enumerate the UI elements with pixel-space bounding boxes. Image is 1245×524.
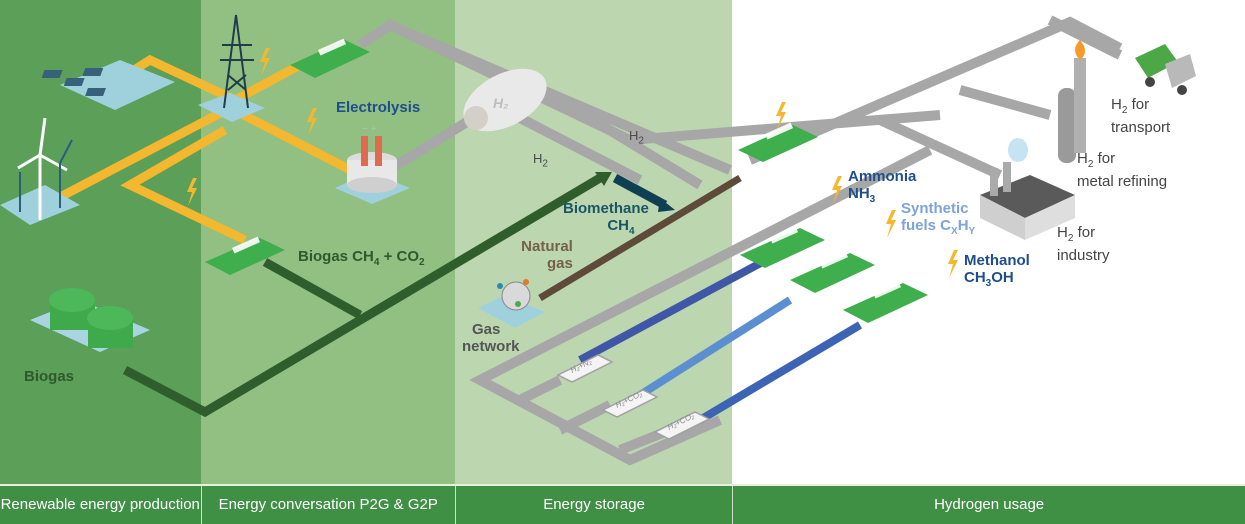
mixing-box-h2-n2 [556, 354, 614, 383]
hydrogen-tank-icon [463, 68, 547, 132]
h2-line-lower [517, 113, 643, 185]
biomethane-arrowhead [658, 198, 675, 212]
h2-label-left: H2 [533, 151, 548, 170]
ammonia-line [578, 254, 772, 364]
tank-label: H₂ [493, 95, 508, 111]
h2-label-right: H2 [629, 128, 644, 147]
section-footer: Renewable energy production Energy conve… [0, 484, 1245, 524]
h2-line-refining [958, 85, 1052, 120]
biogas-mix-label: Biogas CH4 + CO2 [298, 248, 425, 268]
pylon-platform [198, 93, 265, 122]
generator-icon [843, 283, 928, 323]
biomethane-line [612, 174, 668, 209]
h2-line-network-loop [469, 145, 933, 466]
svg-text:− +: − + [362, 124, 377, 135]
h2-line-top [357, 19, 941, 146]
footer-renewable-production: Renewable energy production [0, 486, 202, 524]
natural-gas-line [538, 174, 742, 302]
electrolysis-label: Electrolysis [336, 99, 421, 116]
generator-icons [205, 40, 928, 323]
solar-platform [60, 60, 175, 110]
mixing-box-h2-co2-a [601, 389, 659, 418]
h2-line-transport [748, 16, 1123, 165]
gas-network-platform [478, 295, 545, 328]
h2-line-branch-2 [557, 400, 613, 435]
biogas-line-main [122, 174, 603, 418]
lightning-bolt-icons [187, 48, 958, 278]
electricity-line-wind [42, 102, 373, 209]
lightning-bolt-icon [307, 108, 317, 136]
lightning-bolt-icon [832, 176, 842, 204]
electrolyser-icon: − + [347, 124, 397, 193]
generator-icon [740, 228, 825, 268]
footer-hydrogen-usage: Hydrogen usage [934, 496, 1045, 513]
gas-network-icon [497, 279, 531, 311]
h2-line-transport-arrow [1047, 15, 1123, 60]
lightning-bolt-icon [187, 178, 197, 206]
biogas-digester-icon [49, 288, 133, 348]
truck-icon [1135, 44, 1196, 95]
generator-icon [290, 40, 370, 78]
generator-icon [790, 253, 875, 293]
biogas-source-label: Biogas [24, 368, 75, 385]
footer-energy-conversion: Energy conversation P2G & G2P [202, 486, 456, 524]
mixing-boxes [556, 354, 711, 440]
electricity-line-generator [120, 126, 247, 245]
h2-line-industry [877, 115, 1003, 180]
biogas-arrowhead [595, 172, 612, 186]
methanol-line [697, 321, 863, 424]
refinery-tower-icon [1058, 40, 1086, 163]
mixing-box-h2-co2-b [653, 411, 711, 440]
h2-line-lower2 [557, 95, 703, 190]
lightning-bolt-icon [948, 250, 958, 278]
h2-line-cross [388, 20, 732, 175]
footer-energy-storage: Energy storage [456, 486, 734, 524]
biogas-lines [122, 174, 603, 418]
factory-icon [980, 138, 1075, 240]
lightning-bolt-icon [886, 210, 896, 238]
generator-icon [738, 125, 818, 162]
solar-panel-icon [41, 68, 106, 96]
synthetic-fuel-line [637, 296, 793, 399]
lightning-bolt-icon [260, 48, 270, 76]
h2-line-branch-1 [517, 375, 563, 405]
lightning-bolt-icon [776, 102, 786, 130]
biogas-line-generator [262, 258, 363, 319]
flow-diagram: − + H₂+N₂ H₂+CO₂ [0, 14, 1196, 466]
generator-icon [205, 238, 285, 275]
power-pylon-icon [220, 14, 254, 109]
wind-turbine-icon [17, 117, 73, 220]
